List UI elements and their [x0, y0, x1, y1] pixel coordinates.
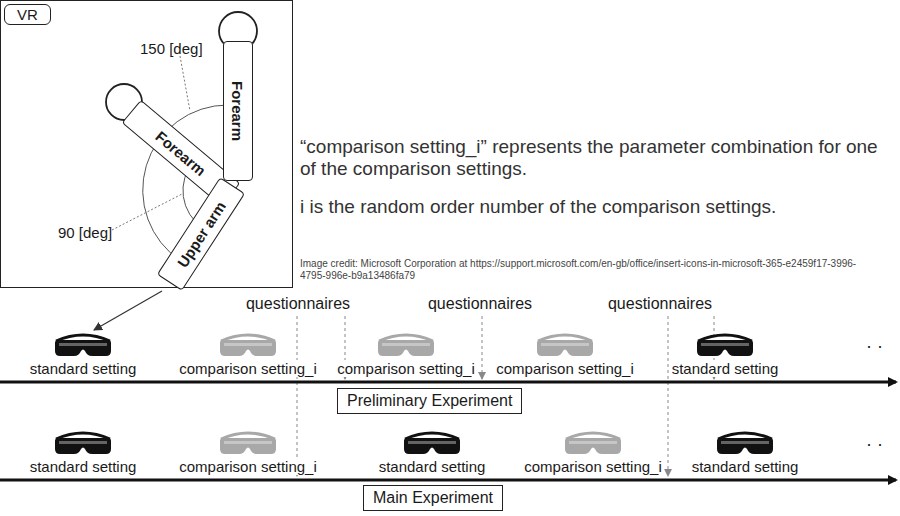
- angle-label: 150 [deg]: [140, 40, 203, 57]
- credit-text: Image credit: Microsoft Corporation at h…: [300, 258, 860, 281]
- setting-label: comparison setting_i: [177, 458, 319, 475]
- dashed-arrow: [482, 316, 483, 379]
- headset-icon: [537, 335, 593, 356]
- headset-icon: [565, 433, 621, 454]
- time-axis: [0, 381, 896, 384]
- angle-label: 90 [deg]: [58, 224, 112, 241]
- setting-label: standard setting: [670, 360, 781, 377]
- ellipsis: · ·: [866, 336, 883, 357]
- ellipsis: · ·: [866, 434, 883, 455]
- setting-label: comparison setting_i: [522, 458, 664, 475]
- setting-label: standard setting: [377, 458, 488, 475]
- experiment-box: Preliminary Experiment: [337, 388, 522, 414]
- arm-segment: Upper arm: [157, 177, 245, 291]
- headset-icon: [220, 433, 276, 454]
- time-axis: [0, 479, 896, 482]
- experiment-box: Main Experiment: [363, 485, 503, 511]
- headset-icon: [404, 433, 460, 454]
- headset-icon: [697, 335, 753, 356]
- arm-segment: Forearm: [223, 41, 253, 181]
- setting-label: standard setting: [28, 360, 139, 377]
- panel-tag: VR: [4, 4, 51, 25]
- box-label: Preliminary Experiment: [347, 392, 512, 409]
- dashed-arrow: [297, 316, 298, 476]
- headset-icon: [378, 335, 434, 356]
- headset-icon: [220, 335, 276, 356]
- pointer-line: [94, 291, 162, 330]
- dashed-arrow: [668, 316, 669, 476]
- headset-icon: [55, 433, 111, 454]
- headset-icon: [55, 335, 111, 356]
- segment-label: Forearm: [230, 81, 247, 141]
- setting-label: comparison setting_i: [494, 360, 636, 377]
- leader-line: [180, 56, 190, 111]
- setting-label: standard setting: [28, 458, 139, 475]
- vr-panel: VRForearmForearmUpper arm: [0, 0, 293, 288]
- headset-icon: [717, 433, 773, 454]
- questionnaire-label: questionnaires: [606, 295, 714, 313]
- setting-label: comparison setting_i: [177, 360, 319, 377]
- segment-label: Forearm: [153, 127, 210, 179]
- note-text: i is the random order number of the comp…: [300, 196, 890, 218]
- leader-line: [112, 194, 182, 230]
- segment-label: Upper arm: [173, 198, 228, 270]
- note-text: “comparison setting_i” represents the pa…: [300, 136, 890, 180]
- setting-label: comparison setting_i: [335, 360, 477, 377]
- box-label: Main Experiment: [373, 489, 493, 506]
- questionnaire-label: questionnaires: [426, 295, 534, 313]
- questionnaire-label: questionnaires: [244, 295, 352, 313]
- setting-label: standard setting: [690, 458, 801, 475]
